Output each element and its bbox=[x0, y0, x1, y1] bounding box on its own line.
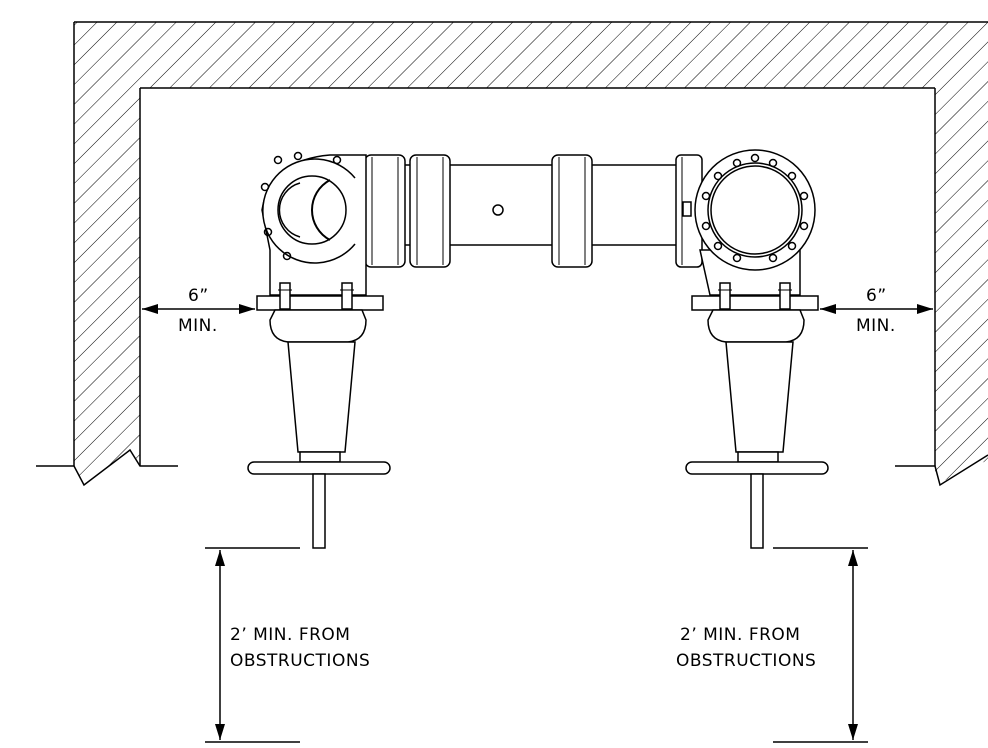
right-height-label-line1: 2’ MIN. FROM bbox=[680, 625, 800, 645]
left-valve-wheel bbox=[247, 461, 391, 475]
left-clearance-value: 6” bbox=[188, 286, 209, 306]
right-valve-stem bbox=[750, 473, 764, 549]
right-base-plate bbox=[691, 295, 819, 311]
enclosure-wall bbox=[36, 21, 988, 487]
left-flange-bolts bbox=[260, 151, 342, 261]
left-base-plate bbox=[256, 295, 384, 311]
left-anchor-bolts bbox=[278, 282, 354, 310]
left-clearance-unit: MIN. bbox=[178, 316, 218, 336]
left-height-label-line1: 2’ MIN. FROM bbox=[230, 625, 350, 645]
left-height-label-line2: OBSTRUCTIONS bbox=[230, 651, 370, 671]
pipe-tap-hole bbox=[492, 204, 504, 216]
left-clearance-dimension: 6” MIN. bbox=[142, 286, 255, 336]
right-riser bbox=[685, 282, 829, 549]
coupling-left-b bbox=[409, 154, 451, 268]
right-valve-wheel bbox=[685, 461, 829, 475]
left-valve-stem bbox=[312, 473, 326, 549]
coupling-center bbox=[551, 154, 593, 268]
right-clearance-unit: MIN. bbox=[856, 316, 896, 336]
right-height-dimension: 2’ MIN. FROM OBSTRUCTIONS bbox=[676, 547, 868, 743]
right-height-label-line2: OBSTRUCTIONS bbox=[676, 651, 816, 671]
coupling-left-a bbox=[364, 154, 406, 268]
left-height-dimension: 2’ MIN. FROM OBSTRUCTIONS bbox=[205, 547, 370, 743]
right-flange-bolts bbox=[701, 153, 809, 263]
right-clearance-value: 6” bbox=[866, 286, 887, 306]
right-elbow bbox=[694, 149, 816, 296]
right-anchor-bolts bbox=[718, 282, 792, 310]
left-riser bbox=[247, 282, 391, 549]
right-clearance-dimension: 6” MIN. bbox=[820, 286, 933, 336]
left-elbow bbox=[260, 151, 367, 296]
